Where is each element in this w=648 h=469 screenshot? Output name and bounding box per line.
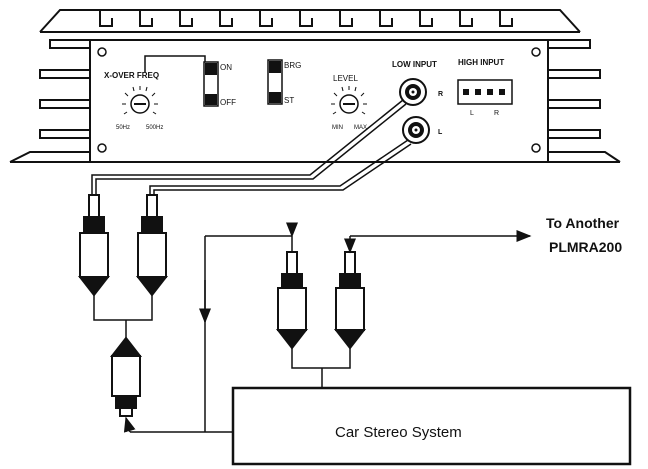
switch-brg-st: [267, 59, 283, 105]
xover-min: 50Hz: [116, 125, 130, 131]
low-input-l: L: [438, 129, 443, 136]
rca-jack-l-icon: [402, 116, 430, 144]
switch1-off-label: OFF: [220, 98, 236, 107]
screw-icon: [97, 47, 107, 57]
high-input-r: R: [494, 110, 499, 117]
heatsink-fins-left: [39, 39, 90, 139]
high-input-terminal: [457, 79, 513, 105]
xover-max: 500Hz: [146, 125, 163, 131]
switch1-on-label: ON: [220, 63, 232, 72]
cables-to-amp: [91, 99, 412, 195]
screw-icon: [531, 47, 541, 57]
car-stereo-box: Car Stereo System: [231, 386, 632, 466]
to-another-line1: To Another: [546, 215, 620, 231]
car-stereo-label: Car Stereo System: [335, 424, 462, 441]
heatsink-fins-top: [39, 9, 581, 33]
low-input-label: LOW INPUT: [392, 60, 437, 69]
switch-on-off: [203, 61, 219, 107]
amplifier: X-OVER FREQ 50Hz 500Hz ON OFF: [9, 9, 621, 163]
screw-icon: [97, 143, 107, 153]
level-label: LEVEL: [333, 74, 358, 83]
switch2-top-label: BRG: [284, 61, 301, 70]
stereo-wires: [291, 230, 532, 388]
heatsink-fins-right: [548, 39, 601, 139]
xover-label: X-OVER FREQ: [104, 71, 159, 80]
xover-bracket: [144, 55, 206, 72]
y-splitter-wires: [93, 295, 153, 338]
y-splitter-plug: [109, 336, 143, 417]
level-knob-icon: [331, 86, 367, 115]
level-min: MIN: [332, 125, 343, 131]
rca-plug-stereo-left: [275, 251, 309, 350]
to-another-line2: PLMRA200: [549, 239, 622, 255]
level-max: MAX: [354, 125, 367, 131]
wire-return: [123, 222, 298, 433]
high-input-l: L: [470, 110, 474, 117]
rca-jack-r-icon: [399, 78, 427, 106]
xover-knob-icon: [122, 86, 158, 115]
low-input-r: R: [438, 91, 443, 98]
high-input-label: HIGH INPUT: [458, 58, 504, 67]
rca-plug-stereo-right: [333, 251, 367, 350]
screw-icon: [531, 143, 541, 153]
switch2-bottom-label: ST: [284, 96, 294, 105]
rca-plug-left: [77, 194, 111, 297]
rca-plug-right: [135, 194, 169, 297]
